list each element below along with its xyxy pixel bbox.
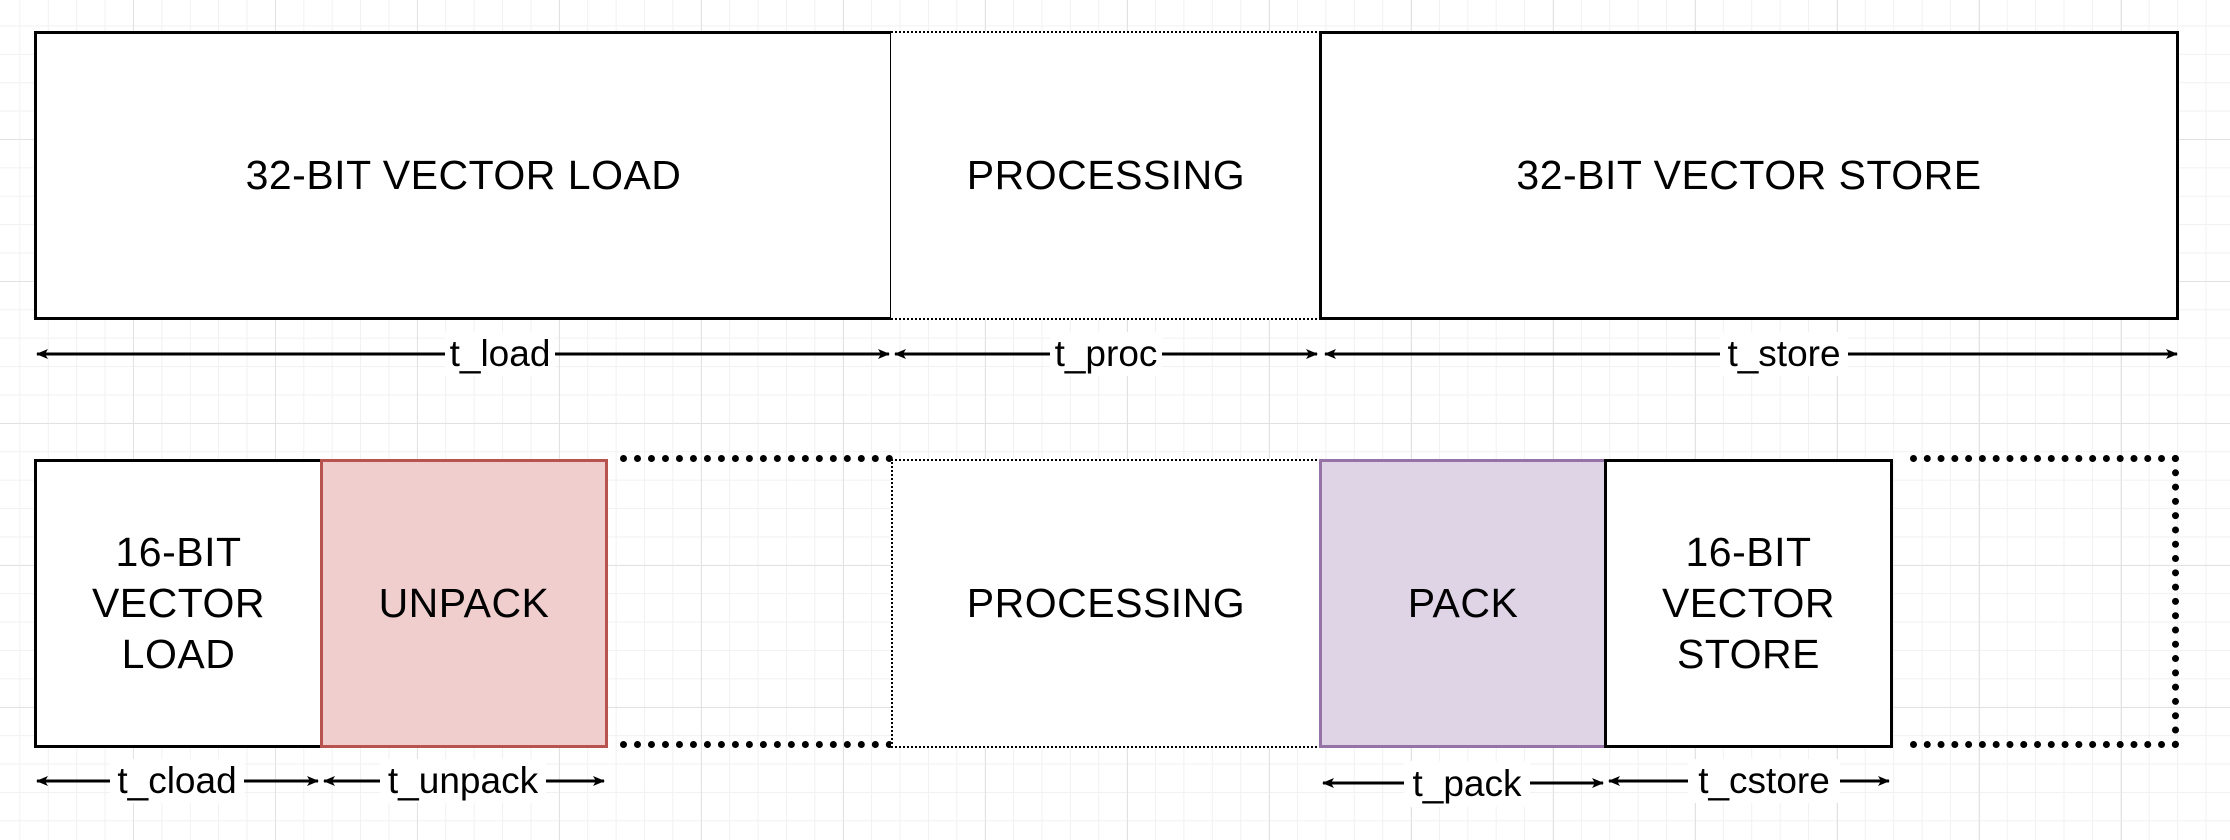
t-proc-label: t_proc bbox=[1055, 333, 1158, 374]
t-cstore-label: t_cstore bbox=[1698, 760, 1830, 801]
vector-store-16-label: 16-BIT VECTOR STORE bbox=[1661, 529, 1836, 677]
t-cload-dimension: t_cload bbox=[36, 759, 319, 803]
t-pack-label: t_pack bbox=[1412, 763, 1522, 804]
t-pack-dimension: t_pack bbox=[1322, 761, 1604, 807]
vector-load-16-label: 16-BIT VECTOR LOAD bbox=[91, 529, 266, 677]
t-load-label: t_load bbox=[450, 333, 551, 374]
t-load-dimension: t_load bbox=[36, 332, 890, 376]
unpack-block: UNPACK bbox=[320, 459, 608, 748]
pack-block: PACK bbox=[1319, 459, 1607, 748]
processing-block-16: PROCESSING bbox=[891, 459, 1321, 748]
vector-load-32-label: 32-BIT VECTOR LOAD bbox=[245, 152, 682, 198]
store-idle-slot bbox=[1910, 455, 2179, 748]
t-store-dimension: t_store bbox=[1324, 332, 2178, 376]
t-unpack-label: t_unpack bbox=[388, 760, 539, 801]
vector-store-16-block: 16-BIT VECTOR STORE bbox=[1604, 459, 1893, 748]
processing-block-32: PROCESSING bbox=[891, 31, 1321, 320]
vector-store-32-label: 32-BIT VECTOR STORE bbox=[1516, 152, 1982, 198]
vector-store-32-block: 32-BIT VECTOR STORE bbox=[1319, 31, 2179, 320]
unpack-idle-slot bbox=[620, 455, 893, 748]
processing-label-16: PROCESSING bbox=[966, 580, 1246, 626]
t-cstore-dimension: t_cstore bbox=[1608, 759, 1890, 803]
t-cload-label: t_cload bbox=[117, 760, 236, 801]
t-unpack-dimension: t_unpack bbox=[323, 759, 605, 803]
t-proc-dimension: t_proc bbox=[894, 332, 1318, 376]
processing-label-32: PROCESSING bbox=[966, 152, 1246, 198]
vector-load-32-block: 32-BIT VECTOR LOAD bbox=[34, 31, 893, 320]
t-store-label: t_store bbox=[1727, 333, 1840, 374]
pack-label: PACK bbox=[1407, 580, 1519, 626]
vector-load-16-block: 16-BIT VECTOR LOAD bbox=[34, 459, 323, 748]
unpack-label: UNPACK bbox=[378, 580, 550, 626]
